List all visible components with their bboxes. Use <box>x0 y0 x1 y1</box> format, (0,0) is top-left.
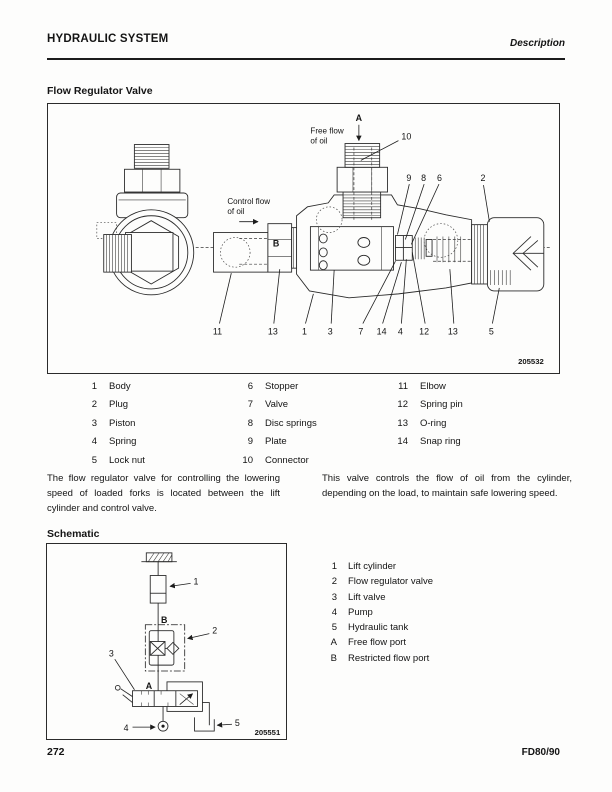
svg-text:A: A <box>146 681 153 691</box>
svg-text:14: 14 <box>377 326 387 336</box>
flow-regulator-valve-figure: Free flow of oil A Control flow of oil B… <box>47 103 560 374</box>
svg-text:5: 5 <box>489 326 494 336</box>
schematic-symbols <box>114 552 215 732</box>
hydraulic-schematic-drawing: 1 B 2 3 A 4 5 205551 <box>109 552 281 737</box>
svg-text:4: 4 <box>124 723 129 733</box>
svg-text:8: 8 <box>421 173 426 183</box>
figure-annotations: Free flow of oil A Control flow of oil B… <box>213 113 544 366</box>
section-title: Flow Regulator Valve <box>47 85 153 97</box>
svg-text:of oil: of oil <box>227 207 244 216</box>
page-header-section: Description <box>509 38 565 49</box>
schematic-title: Schematic <box>47 528 100 540</box>
svg-text:1: 1 <box>302 326 307 336</box>
description-paragraph-left: The flow regulator valve for controlling… <box>47 473 280 514</box>
svg-text:5: 5 <box>235 718 240 728</box>
svg-text:B: B <box>273 238 280 248</box>
description-paragraph-right: This valve controls the flow of oil from… <box>322 473 572 499</box>
svg-text:7: 7 <box>358 326 363 336</box>
figure-number: 205532 <box>518 357 544 366</box>
svg-text:3: 3 <box>328 326 333 336</box>
svg-text:B: B <box>161 615 167 625</box>
svg-text:4: 4 <box>398 326 403 336</box>
svg-text:13: 13 <box>448 326 458 336</box>
valve-end-view <box>96 144 195 296</box>
svg-text:1: 1 <box>194 576 199 586</box>
svg-text:9: 9 <box>406 173 411 183</box>
valve-cross-section-drawing: Free flow of oil A Control flow of oil B… <box>96 113 552 366</box>
figure-number: 205551 <box>255 728 281 737</box>
svg-text:12: 12 <box>419 326 429 336</box>
svg-text:Free flow: Free flow <box>310 127 343 136</box>
svg-text:2: 2 <box>212 626 217 636</box>
svg-text:A: A <box>356 113 363 123</box>
svg-text:2: 2 <box>481 173 486 183</box>
svg-text:of oil: of oil <box>310 137 327 146</box>
svg-text:11: 11 <box>213 326 222 336</box>
svg-text:Control flow: Control flow <box>227 197 270 206</box>
model-number: FD80/90 <box>521 747 560 758</box>
svg-text:6: 6 <box>437 173 442 183</box>
schematic-annotations: 1 B 2 3 A 4 5 205551 <box>109 576 281 737</box>
page-number: 272 <box>47 746 65 758</box>
page-header-title: HYDRAULIC SYSTEM <box>47 33 169 45</box>
hydraulic-schematic-figure: 1 B 2 3 A 4 5 205551 <box>46 543 287 740</box>
valve-section-view <box>195 143 552 299</box>
svg-text:13: 13 <box>268 326 278 336</box>
svg-text:10: 10 <box>401 132 411 142</box>
svg-text:3: 3 <box>109 648 114 658</box>
header-rule <box>47 58 565 60</box>
